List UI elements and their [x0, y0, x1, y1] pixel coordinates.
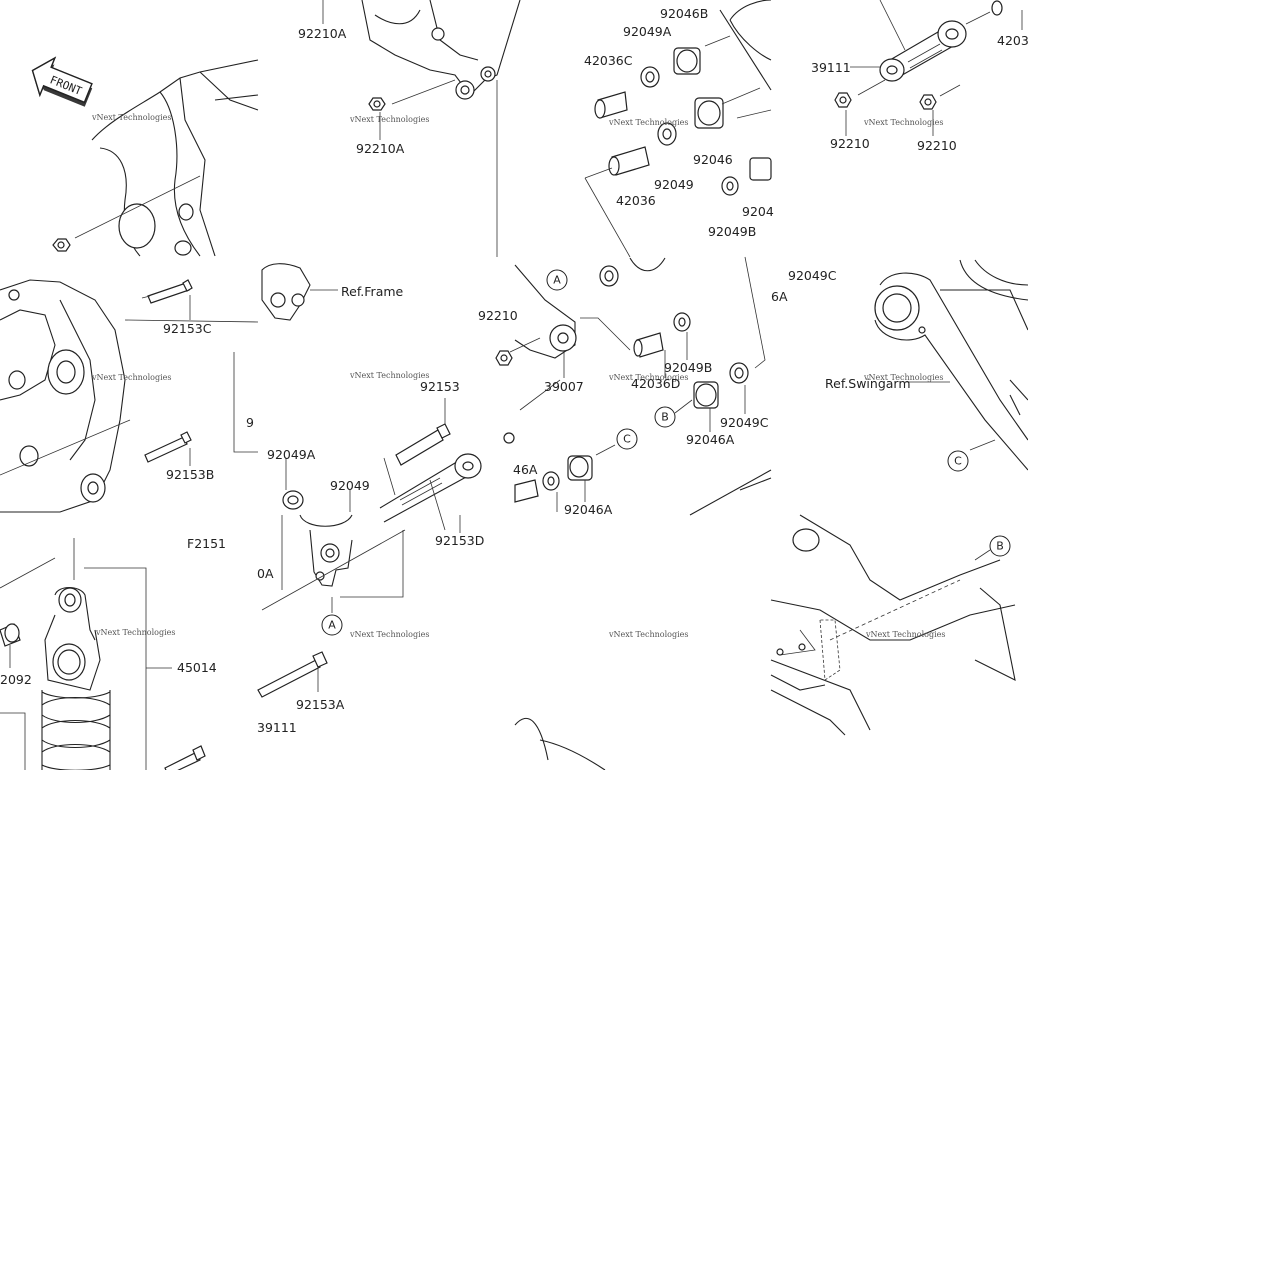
watermark-text: vNext Technologies: [865, 630, 945, 639]
part-label: 42036D: [631, 376, 680, 391]
part-label: 92049A: [267, 447, 316, 462]
part-label: 45014: [177, 660, 217, 675]
part-label: 92153C: [163, 321, 212, 336]
part-label: 46A: [513, 462, 538, 477]
watermark-text: vNext Technologies: [349, 630, 429, 639]
part-label: 92046: [693, 152, 733, 167]
part-label: 39007: [544, 379, 584, 394]
part-label: 4203: [997, 33, 1029, 48]
watermark-text: vNext Technologies: [349, 115, 429, 124]
part-label: 92210: [478, 308, 518, 323]
callout-c-right: C: [947, 450, 969, 472]
svg-text:A: A: [553, 274, 561, 287]
part-label: 92046B: [660, 6, 708, 21]
svg-text:A: A: [328, 619, 336, 632]
tile-bolt-92153A: [257, 651, 328, 698]
tile-swingarm-pivot: [874, 259, 1029, 471]
part-label: 42036: [616, 193, 656, 208]
watermark-text: vNext Technologies: [863, 373, 943, 382]
part-label: 92049: [654, 177, 694, 192]
part-labels: 92210A 92210A 92046B 92049A 42036C 92046…: [0, 6, 1029, 735]
tile-rocker-39007: [495, 256, 772, 516]
ref-frame-label: Ref.Frame: [341, 284, 404, 299]
part-label: 92049: [330, 478, 370, 493]
part-label: 92210A: [356, 141, 405, 156]
svg-text:C: C: [954, 455, 962, 468]
figure-code: F2151: [187, 536, 226, 551]
part-label: 92049A: [623, 24, 672, 39]
watermark-text: vNext Technologies: [91, 113, 171, 122]
blank-margin-bottom: [0, 770, 1285, 1285]
part-label: 42036C: [584, 53, 633, 68]
watermark-text: vNext Technologies: [608, 630, 688, 639]
part-label: 9: [246, 415, 254, 430]
tile-bushings-top: [584, 0, 772, 258]
tile-lines-bottom: [514, 717, 606, 771]
svg-text:B: B: [996, 540, 1004, 553]
watermarks: vNext Technologies vNext Technologies vN…: [91, 113, 945, 639]
part-label: 92153B: [166, 467, 214, 482]
part-label: 92210A: [298, 26, 347, 41]
part-label: 92049C: [788, 268, 837, 283]
watermark-text: vNext Technologies: [608, 118, 688, 127]
tile-rocker-mid: [0, 279, 259, 513]
part-label: 92210: [917, 138, 957, 153]
svg-text:B: B: [661, 411, 669, 424]
ref-swingarm-label: Ref.Swingarm: [825, 376, 911, 391]
part-label: 92049B: [664, 360, 712, 375]
part-label: 0A: [257, 566, 274, 581]
callout-a-bottom: A: [321, 614, 343, 636]
part-label: 92153A: [296, 697, 345, 712]
part-label: 2092: [0, 672, 32, 687]
tile-frame-front: FRONT: [31, 56, 259, 257]
part-label: 92046A: [564, 502, 613, 517]
part-label: 39111: [257, 720, 297, 735]
callout-b-bottom: B: [989, 535, 1011, 557]
tile-swingarm-b: [770, 514, 1016, 736]
watermark-text: vNext Technologies: [95, 628, 175, 637]
watermark-text: vNext Technologies: [349, 371, 429, 380]
tile-shock-45014: [0, 538, 206, 776]
svg-text:C: C: [623, 433, 631, 446]
watermark-text: vNext Technologies: [608, 373, 688, 382]
callout-b-mid: B: [654, 406, 676, 428]
tile-link-center: [261, 263, 515, 613]
callout-a-top: A: [546, 269, 568, 291]
part-label: 39111: [811, 60, 851, 75]
part-label: 92153D: [435, 533, 484, 548]
watermark-text: vNext Technologies: [863, 118, 943, 127]
part-label: 92049C: [720, 415, 769, 430]
part-label: 92153: [420, 379, 460, 394]
part-label: 92210: [830, 136, 870, 151]
tile-tierod-top: [834, 0, 1023, 136]
part-label: 92046A: [686, 432, 735, 447]
part-label: 9204: [742, 204, 774, 219]
front-arrow-icon: FRONT: [31, 56, 93, 107]
tile-bracket-top: [322, 0, 521, 257]
part-label: 6A: [771, 289, 788, 304]
watermark-text: vNext Technologies: [91, 373, 171, 382]
callout-c-mid: C: [616, 428, 638, 450]
part-label: 92049B: [708, 224, 756, 239]
